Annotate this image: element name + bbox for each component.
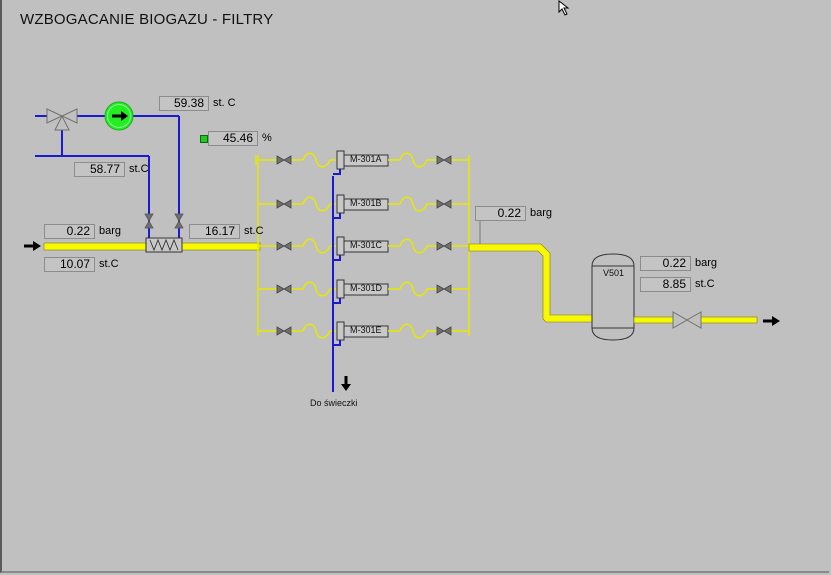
arrow-right-icon [763, 316, 780, 326]
water-supply-temp-value: 59.38 [159, 96, 209, 111]
filter-housing-icon[interactable] [336, 236, 345, 256]
inlet-pressure-value: 0.22 [44, 224, 95, 239]
mouse-cursor-icon [558, 0, 570, 16]
flexible-hose-icon [399, 281, 437, 297]
flexible-hose-icon [399, 238, 437, 254]
valve-icon[interactable] [276, 241, 292, 251]
arrow-down-icon [341, 376, 351, 391]
flexible-hose-icon [302, 281, 338, 297]
vessel-icon[interactable] [591, 253, 635, 341]
valve-icon[interactable] [436, 284, 452, 294]
filter-row [258, 279, 469, 304]
water-circuit [35, 115, 180, 238]
flexible-hose-icon [399, 196, 437, 212]
flexible-hose-icon [302, 323, 338, 339]
valve-icon[interactable] [276, 326, 292, 336]
filter-label: M-301C [350, 240, 383, 250]
inlet-temp-value: 10.07 [44, 257, 95, 272]
filter-housing-icon[interactable] [336, 279, 345, 299]
vessel-label: V501 [603, 268, 625, 278]
flexible-hose-icon [399, 323, 437, 339]
vessel-temp-value: 8.85 [640, 277, 691, 292]
three-way-valve-icon[interactable] [46, 108, 78, 131]
valve-icon[interactable] [436, 326, 452, 336]
filter-row [258, 321, 469, 346]
filter-label: M-301B [350, 198, 382, 208]
filter-row [258, 150, 469, 175]
vessel-pressure-value: 0.22 [640, 256, 691, 271]
valve-icon[interactable] [436, 199, 452, 209]
heat-exchanger-icon[interactable] [145, 237, 183, 253]
filter-housing-icon[interactable] [336, 321, 345, 341]
filter-label: M-301A [350, 154, 382, 164]
filter-label: M-301D [350, 283, 383, 293]
butterfly-valve-icon[interactable] [672, 311, 702, 329]
arrow-right-icon [112, 111, 128, 121]
drain-destination-label: Do świeczki [310, 398, 358, 408]
drain-stub [333, 255, 341, 261]
valve-icon[interactable] [436, 241, 452, 251]
drain-stub [333, 298, 341, 304]
drain-stub [333, 340, 341, 346]
valve-icon[interactable] [276, 284, 292, 294]
heater-outlet-temp-unit: st.C [244, 225, 264, 237]
flexible-hose-icon [399, 152, 437, 168]
valve-icon[interactable] [436, 155, 452, 165]
page-title: WZBOGACANIE BIOGAZU - FILTRY [20, 11, 274, 28]
flexible-hose-icon [302, 238, 338, 254]
water-return-temp-unit: st.C [129, 163, 149, 175]
inlet-temp-unit: st.C [99, 258, 119, 270]
gas-outlet-pipe [468, 221, 593, 323]
filter-housing-icon[interactable] [336, 150, 345, 170]
valve-opening-unit: % [262, 132, 272, 144]
vessel-pressure-unit: barg [695, 257, 718, 269]
water-supply-temp-unit: st. C [213, 97, 236, 109]
valve-icon[interactable] [144, 213, 154, 229]
filter-row [258, 236, 469, 261]
water-return-temp-value: 58.77 [74, 162, 125, 177]
valve-icon[interactable] [276, 155, 292, 165]
drain-stub [333, 169, 341, 175]
valve-icon[interactable] [174, 213, 184, 229]
drain-stub [333, 213, 341, 219]
valve-status-indicator [200, 135, 208, 143]
flexible-hose-icon [302, 152, 338, 168]
filter-housing-icon[interactable] [336, 194, 345, 214]
filter-outlet-pressure-value: 0.22 [475, 206, 526, 221]
filter-label: M-301E [350, 325, 382, 335]
valve-opening-value: 45.46 [208, 131, 258, 146]
pump-icon[interactable] [104, 101, 134, 131]
heater-outlet-temp-value: 16.17 [189, 224, 240, 239]
arrow-right-icon [24, 241, 41, 251]
filter-outlet-pressure-unit: barg [530, 207, 553, 219]
vessel-temp-unit: st.C [695, 278, 715, 290]
valve-icon[interactable] [276, 199, 292, 209]
inlet-pressure-unit: barg [99, 225, 122, 237]
flexible-hose-icon [302, 196, 338, 212]
filter-row [258, 194, 469, 219]
